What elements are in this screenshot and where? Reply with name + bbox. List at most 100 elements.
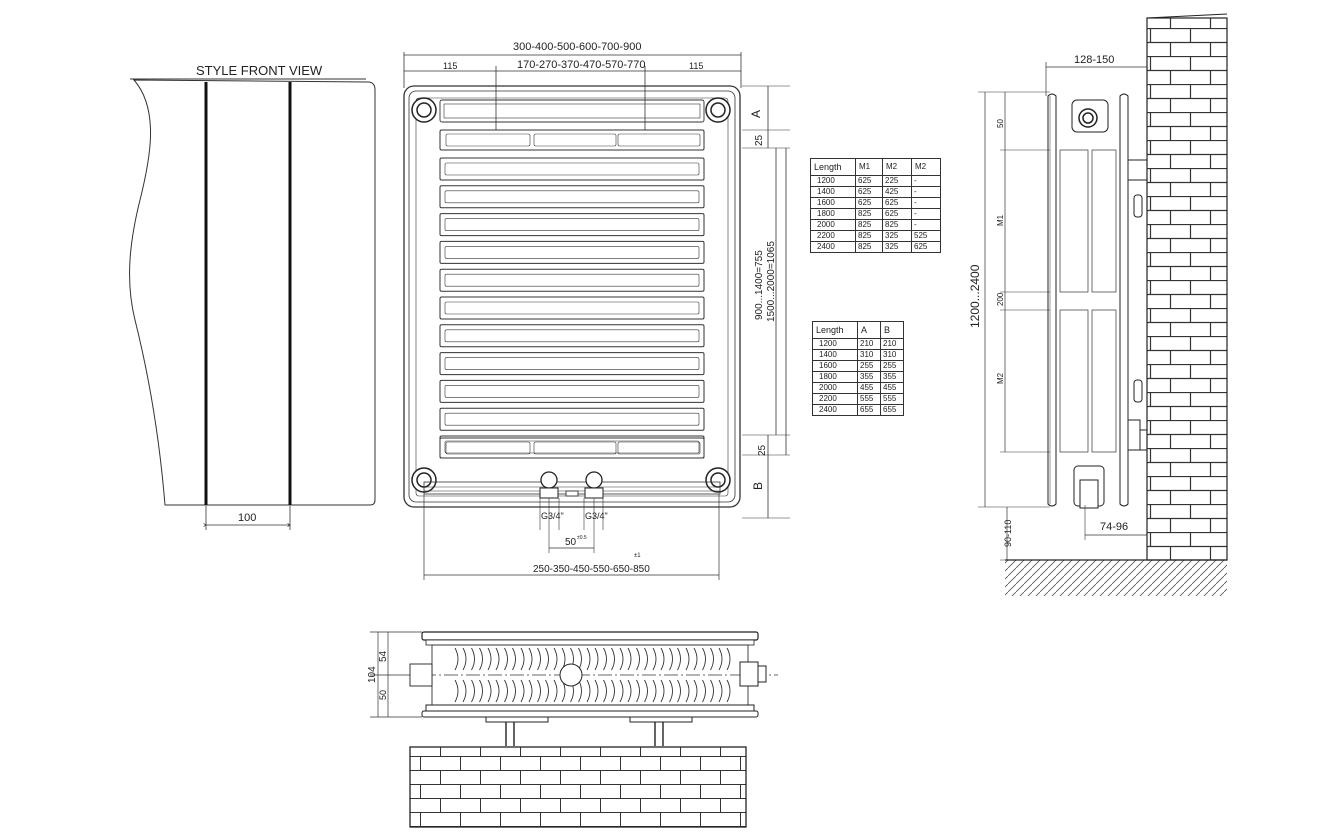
ab-table-cell: 255 [880,360,904,372]
connection-spacing-tolerance: ±0.5 [577,535,587,541]
ab-table-cell: 1800 [812,371,858,383]
side-dim-50: 50 [996,119,1005,128]
fitting-top-right [705,97,731,123]
side-offset-right: 115 [689,61,703,71]
m-table-cell: 625 [911,241,941,253]
grille-bar [439,352,705,376]
plan-wall [409,746,747,828]
ab-table-header-a: A [857,321,881,339]
ab-table-cell: 2200 [812,393,858,405]
m-table-cell: 1800 [810,208,856,220]
grille-bar [444,385,700,398]
m-table-header-m2b: M2 [911,158,941,176]
connection-spacing-label: 50 [565,537,577,548]
front-panel-outline [129,79,376,506]
connection-label-left: G3/4" [541,511,564,521]
convector-fin [454,679,467,703]
radiator-frame [403,85,741,508]
grille-bars [439,129,705,459]
grille-bar [445,441,531,455]
grille-bar [439,157,705,181]
convector-fin [520,647,533,671]
grille-bar [439,437,705,459]
grille-bar [439,213,705,237]
grille-bar [533,133,617,147]
grille-bar [444,218,700,231]
m-table-cell: 325 [882,241,912,253]
ab-table-cell: 555 [857,393,881,405]
dimension-b-label: B [751,482,765,490]
radiator-front-view: 300-400-500-600-700-900 170-270-370-470-… [403,41,790,580]
convector-fin [619,647,632,671]
grille-bar [439,185,705,209]
grille-bar [439,240,705,264]
ab-table-cell: 455 [880,382,904,394]
m-table-cell: 225 [882,175,912,187]
grille-bar [444,440,700,454]
plan-depth-lower: 50 [378,690,388,700]
side-dim-m2: M2 [996,372,1005,384]
center-spacing-label: 170-270-370-470-570-770 [517,59,645,71]
plan-depth-upper: 54 [378,650,389,662]
ab-table-cell: 310 [857,349,881,361]
m-table-cell: 2000 [810,219,856,231]
m-table-cell: 825 [855,208,883,220]
fitting-top-left [411,97,437,123]
convector-fin [471,679,483,703]
m-table-cell: 2400 [810,241,856,253]
grille-bar [444,412,700,426]
convector-fin [685,647,698,671]
grille-bar [439,407,705,431]
plan-depth-total: 104 [367,666,378,683]
plan-bottom-plate [425,704,755,712]
m-table-cell: 825 [882,219,912,231]
convector-fin [603,647,615,671]
convector-fin [669,647,681,671]
grille-bar [444,246,700,259]
ab-table-cell: 655 [857,404,881,416]
grille-bar [533,441,617,455]
convector-fin [636,647,648,671]
convector-fin [702,647,714,671]
m-table-cell: 1600 [810,197,856,209]
side-offset-left: 115 [443,61,457,71]
side-depth-label: 74-96 [1100,521,1128,533]
convector-fin [586,679,599,703]
plan-top-plate [421,631,759,641]
grille-bar [439,296,705,320]
grille-bar [444,273,700,287]
convector-fin [619,679,632,703]
fitting-bottom-right [705,467,731,493]
m-table-cell: - [911,208,941,220]
convector-fin [504,679,516,703]
side-floor-gap: 90-110 [1003,520,1013,547]
convector-fin [685,679,698,703]
gap-bottom-label: 25 [757,444,768,456]
grille-bar [444,190,700,204]
bottom-tolerance: ±1 [634,553,641,559]
m-table-header-length: Length [810,158,856,176]
ab-table-cell: 2000 [812,382,858,394]
grille-bar [439,379,705,403]
ab-table-cell: 555 [880,393,904,405]
ab-table-header-b: B [880,321,904,339]
grille-bar [617,133,701,147]
convector-fin [454,647,467,671]
side-height-range: 1200...2400 [968,264,982,328]
grille-bar [444,329,700,343]
gap-top-label: 25 [754,134,765,146]
ab-table-cell: 1600 [812,360,858,372]
convector-fin [702,679,714,703]
convector-fin [520,679,533,703]
m-table-cell: 425 [882,186,912,198]
grille-bar [439,324,705,348]
convector-fin [586,647,599,671]
convector-fin [487,647,500,671]
